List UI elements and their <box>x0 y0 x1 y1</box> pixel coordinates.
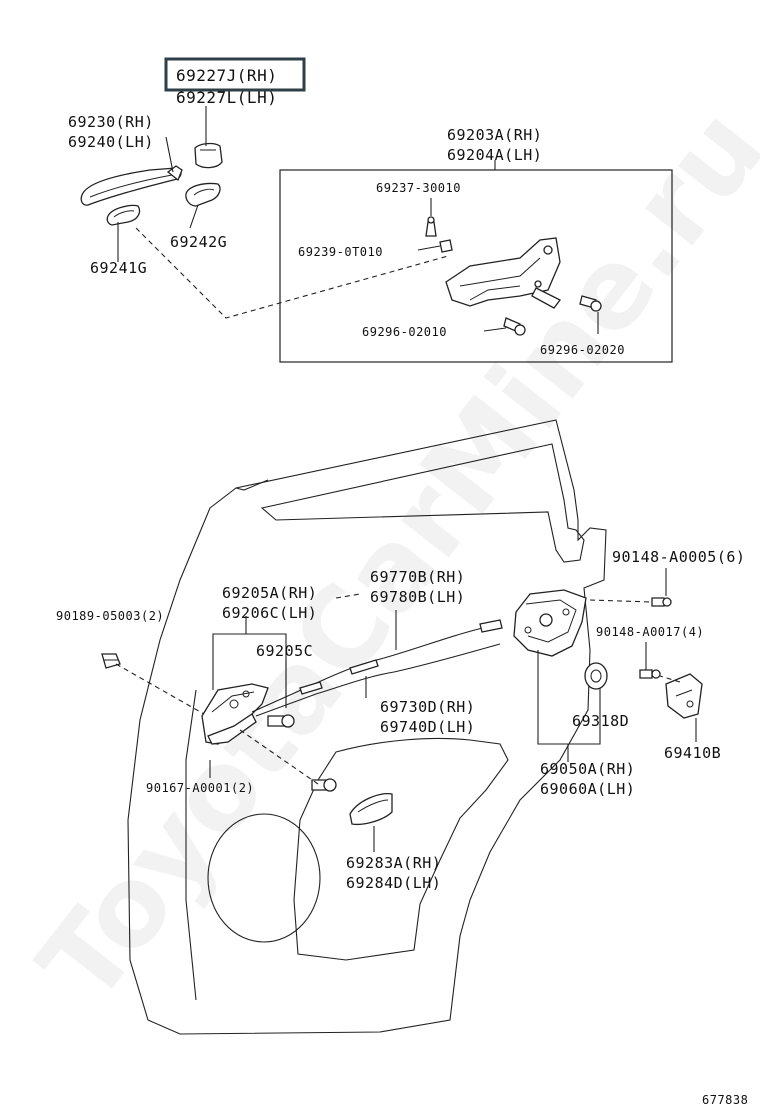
gasket-69242g[interactable] <box>185 182 221 207</box>
grommet-69318d[interactable] <box>584 662 608 690</box>
label-69318d: 69318D <box>572 712 629 730</box>
footer-id: 677838 <box>702 1093 748 1107</box>
inside-handle[interactable] <box>201 683 269 745</box>
label-69240: 69240(LH) <box>68 133 154 151</box>
label-69203a: 69203A(RH) <box>447 126 542 144</box>
label-69730d: 69730D(RH) <box>380 698 475 716</box>
label-69283a: 69283A(RH) <box>346 854 441 872</box>
label-90148-a0017: 90148-A0017(4) <box>596 625 704 639</box>
bolt-69296-02020[interactable] <box>579 295 602 312</box>
outside-handle[interactable] <box>80 165 183 206</box>
label-69237: 69237-30010 <box>376 181 461 195</box>
control-cables[interactable] <box>251 619 503 717</box>
label-69410b: 69410B <box>664 744 721 762</box>
label-69206c: 69206C(LH) <box>222 604 317 622</box>
label-90148-a0005: 90148-A0005(6) <box>612 548 745 566</box>
label-69296-02020: 69296-02020 <box>540 343 625 357</box>
handle-cap[interactable] <box>194 142 223 169</box>
label-69239: 69239-0T010 <box>298 245 383 259</box>
label-69230: 69230(RH) <box>68 113 154 131</box>
label-69770b: 69770B(RH) <box>370 568 465 586</box>
label-69060a: 69060A(LH) <box>540 780 635 798</box>
handle-frame[interactable] <box>445 237 561 309</box>
clip-69237[interactable] <box>425 216 437 237</box>
label-69204a: 69204A(LH) <box>447 146 542 164</box>
bolt-69296-02010[interactable] <box>503 317 526 336</box>
label-69296-02010: 69296-02010 <box>362 325 447 339</box>
screw-90148-a0005[interactable] <box>651 597 672 607</box>
label-90189: 90189-05003(2) <box>56 609 164 623</box>
label-69205c: 69205C <box>256 642 313 660</box>
label-69284d: 69284D(LH) <box>346 874 441 892</box>
striker-69410b[interactable] <box>665 673 703 719</box>
gasket-69241g[interactable] <box>106 204 141 226</box>
label-69780b: 69780B(LH) <box>370 588 465 606</box>
label-69241g: 69241G <box>90 259 147 277</box>
label-90167: 90167-A0001(2) <box>146 781 254 795</box>
highlight-box <box>164 57 306 92</box>
label-69227l: 69227L(LH) <box>176 88 277 107</box>
clip-90189[interactable] <box>101 653 121 669</box>
screw-90167[interactable] <box>311 778 337 792</box>
latch-assembly-box <box>279 169 673 363</box>
door-panel-outline <box>127 419 607 1035</box>
label-69242g: 69242G <box>170 233 227 251</box>
clip-69239[interactable] <box>439 239 453 253</box>
door-lock-assembly[interactable] <box>513 589 587 657</box>
label-69205a: 69205A(RH) <box>222 584 317 602</box>
label-69740d: 69740D(LH) <box>380 718 475 736</box>
label-69227j: 69227J(RH) <box>176 66 277 85</box>
pull-cover-69283a[interactable] <box>349 793 393 826</box>
label-69050a: 69050A(RH) <box>540 760 635 778</box>
screw-69205c[interactable] <box>267 714 295 728</box>
screw-90148-a0017[interactable] <box>639 669 661 679</box>
